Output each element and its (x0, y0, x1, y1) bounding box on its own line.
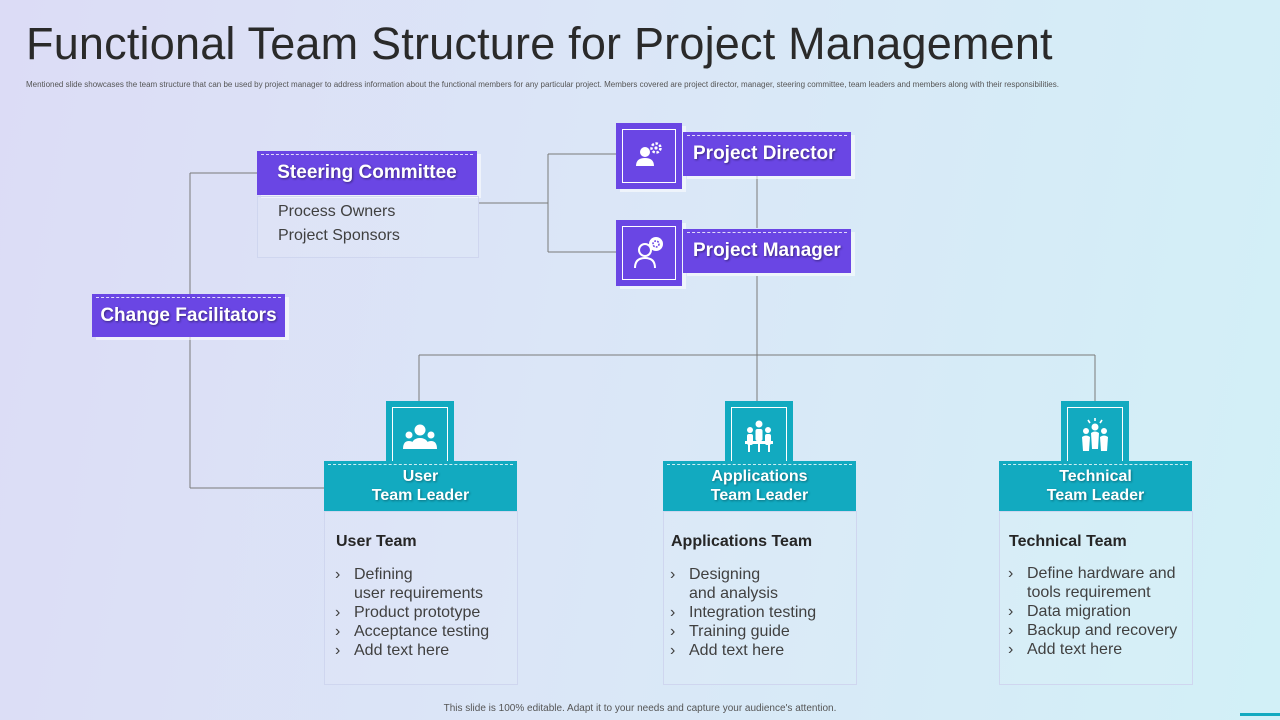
applications-team-leader-label: Applications Team Leader (710, 468, 809, 504)
steering-item: Process Owners (278, 203, 396, 220)
list-item: Add text here (335, 641, 489, 660)
dashed-accent (687, 232, 847, 233)
list-item: Data migration (1008, 602, 1177, 621)
project-director-icon-box (616, 123, 682, 189)
user-team-list: Defining user requirements Product proto… (335, 565, 489, 660)
applications-team-list: Designing and analysis Integration testi… (670, 565, 816, 660)
steering-committee-box: Steering Committee (257, 151, 477, 195)
technical-team-card: Technical Team Define hardware and tools… (999, 511, 1193, 685)
project-manager-box: Project Manager (683, 229, 851, 273)
list-item: Add text here (1008, 640, 1177, 659)
team-idea-icon (1082, 418, 1108, 451)
applications-team-leader-bar: Applications Team Leader (663, 461, 856, 511)
project-manager-icon-box (616, 220, 682, 286)
team-meeting-icon (745, 420, 773, 452)
technical-team-list: Define hardware and tools requirement Da… (1008, 564, 1177, 659)
project-director-box: Project Director (683, 132, 851, 176)
project-manager-label: Project Manager (693, 240, 841, 261)
user-team-leader-label: User Team Leader (371, 468, 470, 504)
dashed-accent (261, 154, 473, 155)
list-item: Designing and analysis (670, 565, 816, 603)
technical-team-icon-box (1061, 401, 1129, 464)
manager-gear-icon (634, 237, 663, 269)
user-gear-icon (636, 142, 662, 166)
corner-accent (1240, 713, 1280, 716)
list-item: Add text here (670, 641, 816, 660)
list-item: Acceptance testing (335, 622, 489, 641)
page-title: Functional Team Structure for Project Ma… (26, 18, 1053, 69)
steering-committee-card (257, 196, 479, 258)
list-item: Defining user requirements (335, 565, 489, 603)
technical-team-leader-label: Technical Team Leader (1046, 468, 1145, 504)
list-item: Product prototype (335, 603, 489, 622)
list-item: Backup and recovery (1008, 621, 1177, 640)
user-team-title: User Team (336, 533, 417, 550)
dashed-accent (1003, 464, 1188, 465)
change-facilitators-box: Change Facilitators (92, 294, 285, 337)
dashed-accent (687, 135, 847, 136)
applications-team-card: Applications Team Designing and analysis… (663, 511, 857, 685)
user-team-icon-box (386, 401, 454, 464)
list-item: Training guide (670, 622, 816, 641)
dashed-accent (96, 297, 281, 298)
group-icon (403, 424, 437, 449)
applications-team-title: Applications Team (671, 533, 813, 550)
technical-team-title: Technical Team (1009, 533, 1127, 550)
page-subtitle: Mentioned slide showcases the team struc… (26, 80, 1059, 89)
steering-item: Project Sponsors (278, 227, 400, 244)
change-facilitators-label: Change Facilitators (100, 304, 277, 326)
project-director-label: Project Director (693, 143, 836, 164)
footer-note: This slide is 100% editable. Adapt it to… (443, 703, 837, 714)
list-item: Integration testing (670, 603, 816, 622)
steering-committee-label: Steering Committee (277, 162, 457, 183)
dashed-accent (328, 464, 513, 465)
user-team-leader-bar: User Team Leader (324, 461, 517, 511)
user-team-card: User Team Defining user requirements Pro… (324, 511, 518, 685)
dashed-accent (667, 464, 852, 465)
technical-team-leader-bar: Technical Team Leader (999, 461, 1192, 511)
applications-team-icon-box (725, 401, 793, 464)
list-item: Define hardware and tools requirement (1008, 564, 1177, 602)
